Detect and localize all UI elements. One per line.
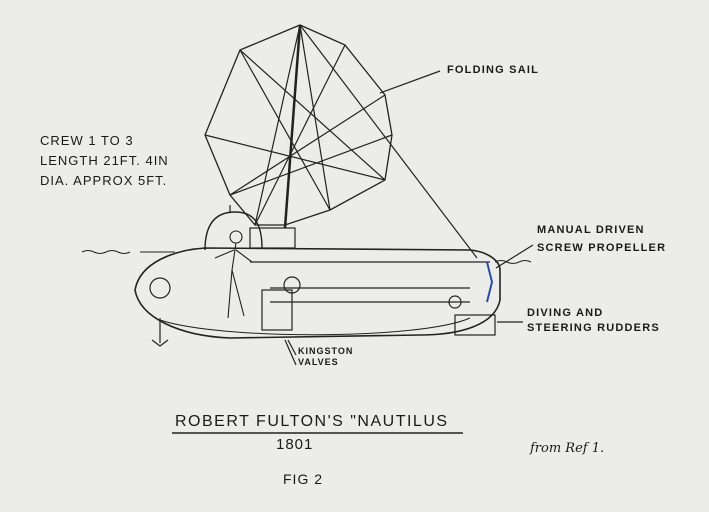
spec-crew: CREW 1 TO 3	[40, 133, 134, 148]
label-rudders-2: STEERING RUDDERS	[527, 322, 660, 334]
label-valves-2: VALVES	[298, 357, 339, 367]
propeller-leader	[495, 244, 534, 269]
label-valves-1: KINGSTON	[298, 346, 354, 356]
valves-leader	[284, 339, 297, 366]
label-folding-sail: FOLDING SAIL	[447, 64, 540, 76]
figure-year: 1801	[276, 436, 314, 453]
label-propeller-1: MANUAL DRIVEN	[537, 224, 645, 236]
spec-diameter: DIA. APPROX 5FT.	[40, 173, 168, 188]
source-reference: from Ref 1.	[530, 441, 605, 456]
label-propeller-2: SCREW PROPELLER	[537, 242, 667, 254]
figure-title: ROBERT FULTON'S "NAUTILUS	[175, 413, 449, 430]
folding-sail	[204, 24, 478, 259]
waterline	[81, 250, 532, 264]
screw-propeller	[486, 261, 494, 303]
label-rudders-1: DIVING AND	[527, 307, 604, 319]
hull	[134, 205, 501, 347]
spec-length: LENGTH 21FT. 4IN	[40, 153, 169, 168]
crewman-figure	[214, 230, 253, 319]
figure-number: FIG 2	[283, 471, 324, 487]
sail-leader	[379, 70, 441, 94]
